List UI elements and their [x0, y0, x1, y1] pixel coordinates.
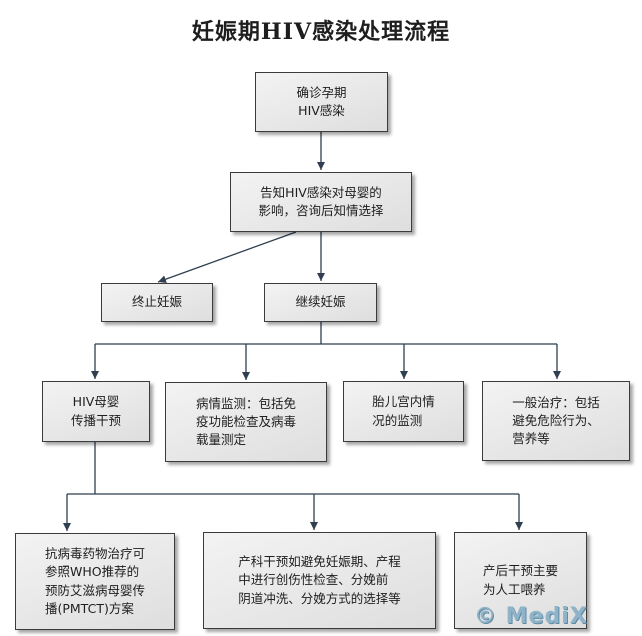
node-monitor: 病情监测：包括免 疫功能检查及病毒 载量测定 [165, 382, 327, 462]
node-fetal: 胎儿宫内情 况的监测 [343, 381, 464, 442]
node-continue-label: 继续妊娠 [295, 294, 346, 310]
node-monitor-label: 病情监测：包括免 疫功能检查及病毒 载量测定 [195, 395, 296, 448]
node-fetal-label: 胎儿宫内情 况的监测 [372, 394, 435, 428]
arrow-inform-to-terminate [157, 231, 297, 284]
node-inform-label: 告知HIV感染对母婴的 影响，咨询后知情选择 [258, 184, 384, 218]
node-diagnose: 确诊孕期 HIV感染 [255, 72, 388, 132]
node-obstetric-label: 产科干预如避免妊娠期、产程 中进行创伤性检查、分娩前 阴道冲洗、分娩方式的选择等 [238, 554, 401, 606]
node-hiv-intervention: HIV母婴 传播干预 [42, 381, 150, 442]
node-postpartum: 产后干预主要 为人工喂养 [454, 532, 587, 629]
node-antiviral: 抗病毒药物治疗可 参照WHO推荐的 预防艾滋病母婴传 播(PMTCT)方案 [15, 533, 175, 630]
diagram-title: 妊娠期HIV感染处理流程 [191, 19, 451, 45]
node-postpartum-label: 产后干预主要 为人工喂养 [482, 563, 558, 597]
node-obstetric: 产科干预如避免妊娠期、产程 中进行创伤性检查、分娩前 阴道冲洗、分娩方式的选择等 [203, 532, 436, 629]
node-hiv-intervention-label: HIV母婴 传播干预 [70, 394, 121, 428]
node-diagnose-label: 确诊孕期 HIV感染 [296, 84, 347, 118]
node-general-label: 一般治疗：包括 避免危险行为、 营养等 [512, 394, 600, 447]
node-antiviral-label: 抗病毒药物治疗可 参照WHO推荐的 预防艾滋病母婴传 播(PMTCT)方案 [44, 546, 145, 616]
node-terminate: 终止妊娠 [101, 283, 213, 322]
node-continue: 继续妊娠 [264, 283, 377, 322]
node-inform: 告知HIV感染对母婴的 影响，咨询后知情选择 [230, 172, 412, 232]
watermark-logo: © MediX [474, 604, 588, 629]
node-terminate-label: 终止妊娠 [131, 294, 182, 310]
node-general: 一般治疗：包括 避免危险行为、 营养等 [482, 381, 630, 461]
